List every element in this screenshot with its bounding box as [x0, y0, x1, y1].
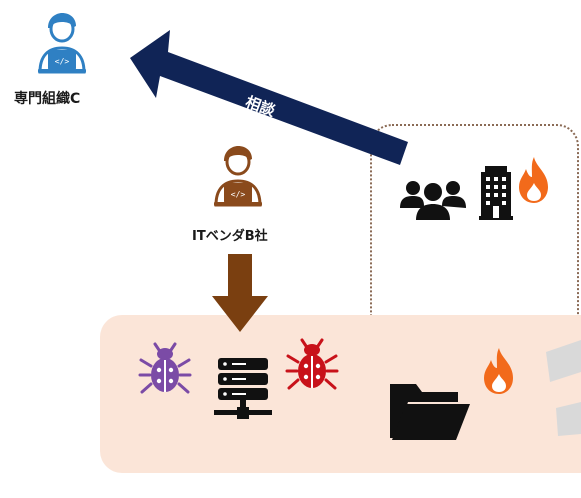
person-with-laptop-icon: </> — [214, 146, 262, 207]
system-area — [100, 315, 581, 473]
server-icon — [214, 358, 272, 419]
person-with-laptop-icon: </> — [38, 13, 86, 74]
consult-arrow — [130, 30, 408, 165]
down-arrow — [212, 254, 268, 332]
fire-icon — [519, 157, 548, 203]
vendor-label: ITベンダB社 — [192, 229, 268, 244]
fire-icon — [484, 348, 513, 394]
expert-org-label: 専門組織C — [14, 91, 81, 107]
organization-boundary — [370, 124, 579, 364]
open-folder-icon — [390, 384, 470, 440]
grey-fragment-shape — [546, 340, 581, 436]
office-building-icon — [479, 166, 513, 220]
people-group-icon — [400, 181, 466, 220]
bug-icon — [285, 338, 339, 390]
svg-text:</>: </> — [55, 57, 70, 66]
bug-icon — [138, 342, 192, 394]
svg-text:</>: </> — [231, 190, 246, 199]
